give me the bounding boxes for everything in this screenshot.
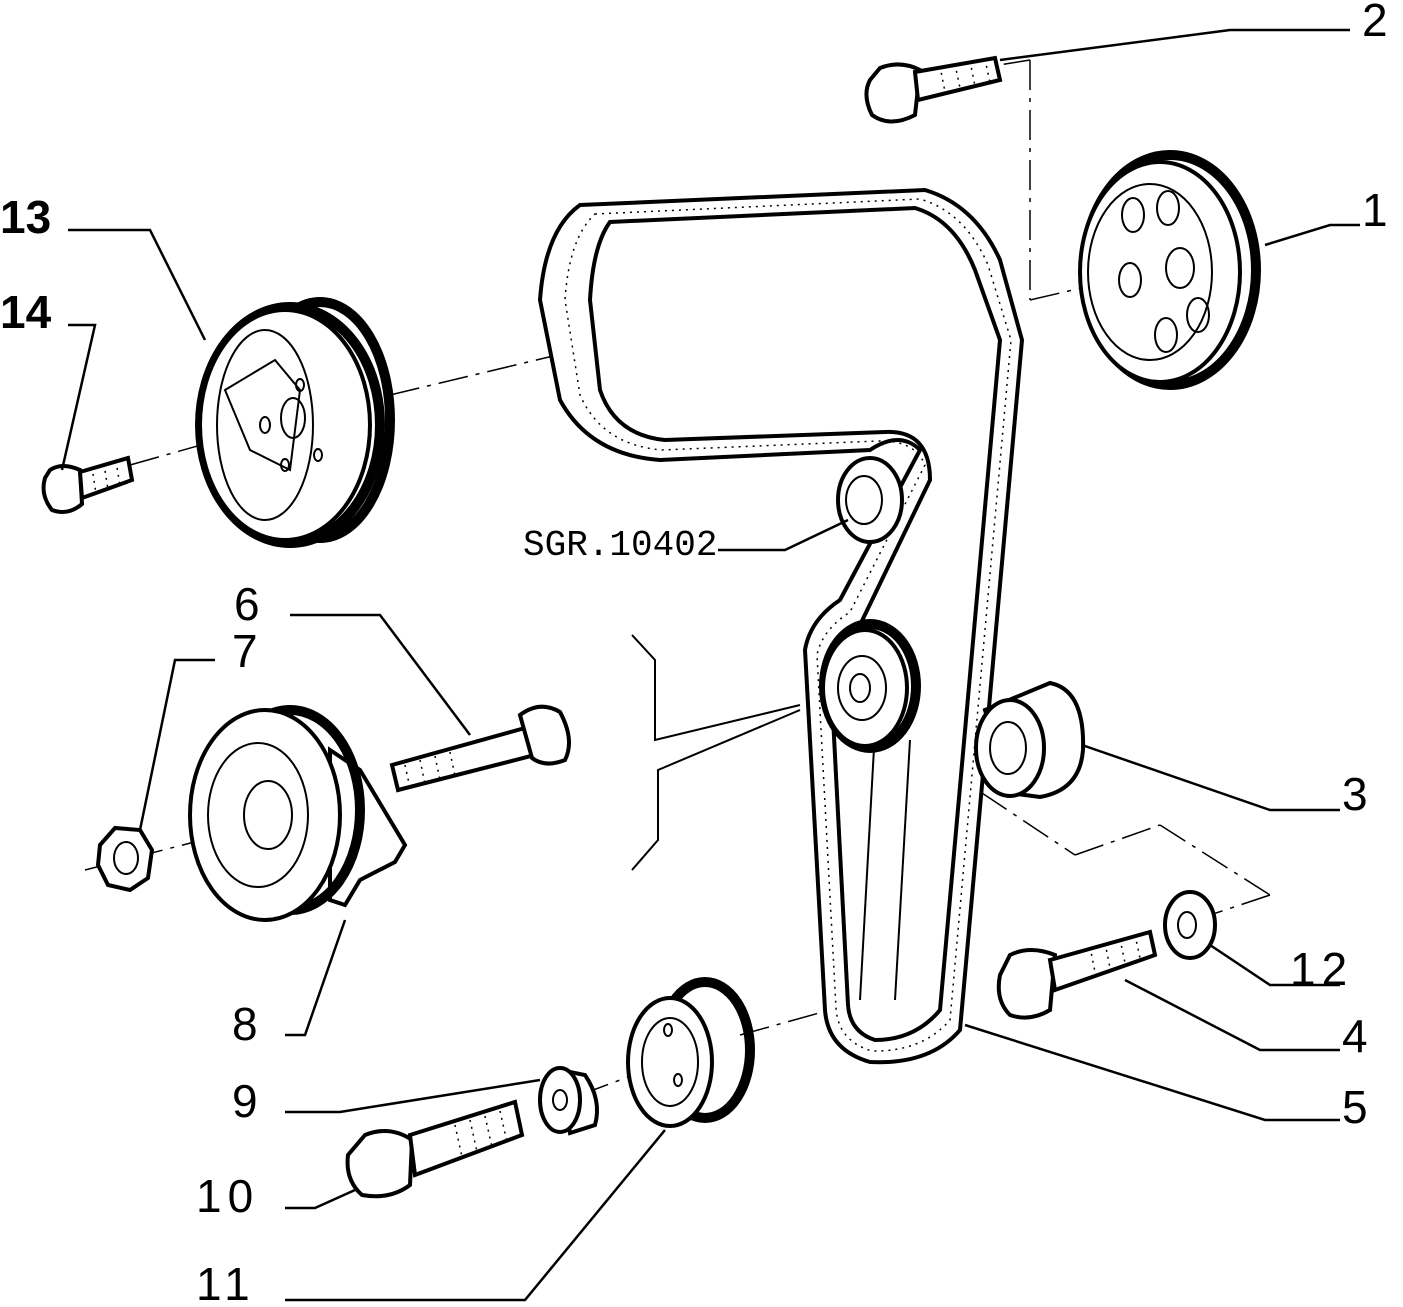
callout-3: 3 [1342, 768, 1374, 820]
callout-11: 11 [196, 1258, 256, 1307]
camshaft-pulley-left [195, 297, 395, 548]
callout-7: 7 [232, 625, 264, 677]
washer-bottom [538, 1066, 599, 1136]
callout-5: 5 [1342, 1081, 1374, 1133]
callout-6: 6 [234, 578, 266, 630]
washer-right [1163, 890, 1217, 960]
leader-lines [60, 28, 1360, 1302]
callout-14: 14 [0, 286, 52, 338]
belt-idler-pulley [836, 456, 904, 544]
reference-code: SGR.10402 [523, 525, 717, 566]
tensioner-assembly [188, 705, 408, 922]
callout-12: 12 [1290, 943, 1353, 995]
crankshaft-pulley [626, 977, 755, 1128]
bolt-long [389, 704, 571, 793]
callout-9: 9 [232, 1075, 264, 1127]
callout-2: 2 [1362, 0, 1394, 46]
callout-8: 8 [232, 998, 264, 1050]
camshaft-pulley-right [1078, 150, 1261, 390]
idler-roller [974, 680, 1086, 800]
belt-tensioner-pulley [819, 619, 921, 753]
bolt-left [41, 455, 135, 514]
timing-belt [537, 187, 1025, 1065]
nut [95, 825, 155, 893]
callout-13: 13 [0, 191, 51, 243]
bolt-right [996, 929, 1158, 1020]
bolt-bottom [345, 1099, 525, 1199]
bolt-top [864, 55, 1003, 124]
callout-1: 1 [1362, 184, 1394, 236]
assembly-bracket [631, 634, 801, 871]
callout-4: 4 [1342, 1010, 1374, 1062]
callout-10: 10 [196, 1170, 259, 1222]
